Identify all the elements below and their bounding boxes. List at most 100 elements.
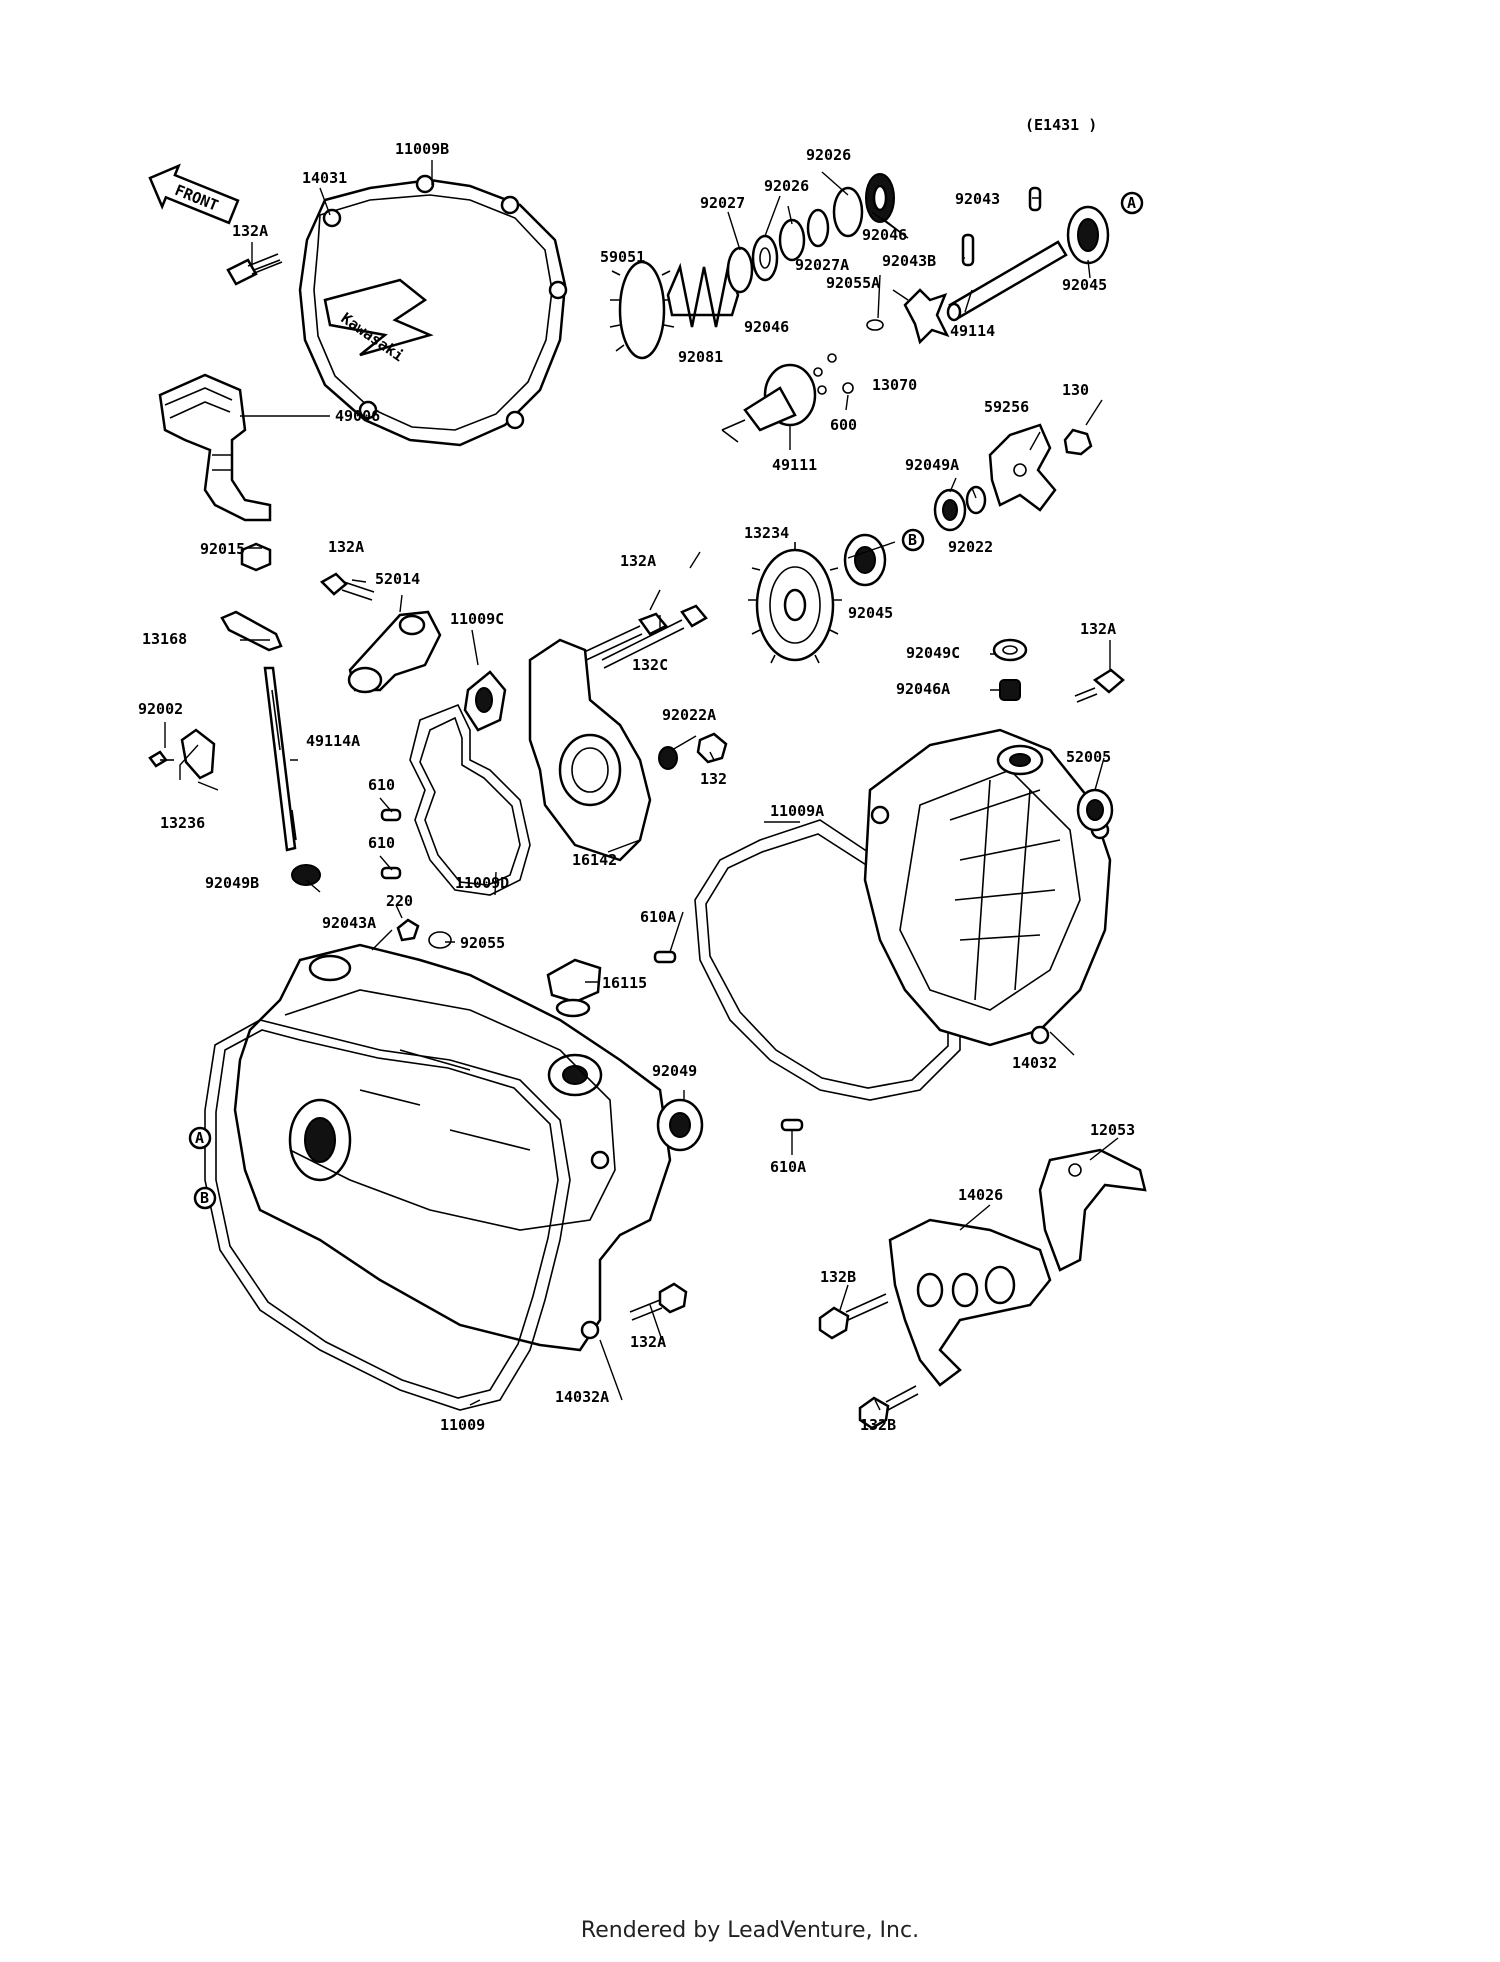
callout-label: 16115: [602, 974, 647, 992]
callout-label: 92049A: [905, 456, 959, 474]
seal-92049b: [291, 864, 321, 886]
gasket-11009c: [463, 670, 507, 732]
callout-label: 92015: [200, 540, 245, 558]
gear-13234: [748, 542, 842, 664]
callout-label: 49114: [950, 322, 995, 340]
pin-92043: [1028, 186, 1042, 212]
callout-label: 59256: [984, 398, 1029, 416]
bolt-132b-lower: [858, 1385, 919, 1430]
callout-label: 13234: [744, 524, 789, 542]
pump-cover-16142: [528, 638, 652, 862]
callout-label: 11009A: [770, 802, 824, 820]
clip-92055a: [866, 319, 884, 331]
marker-a-right: A: [1120, 191, 1144, 215]
plate-12053: [1038, 1148, 1147, 1272]
callout-label: 132B: [820, 1268, 856, 1286]
callout-label: 610A: [770, 1158, 806, 1176]
dowels-610: [380, 808, 402, 880]
bolt-132: [696, 732, 728, 764]
bolt-132b-upper: [818, 1293, 889, 1340]
spring-92081: [666, 262, 740, 328]
callout-label: 600: [830, 416, 857, 434]
callout-label: 13070: [872, 376, 917, 394]
callout-label: 92002: [138, 700, 183, 718]
callout-label: 92043B: [882, 252, 936, 270]
bolt-132a-right: [1074, 668, 1125, 703]
callout-label: 132B: [860, 1416, 896, 1434]
right-cover-14032: [863, 728, 1112, 1047]
bearing-92045-top: [1066, 205, 1110, 265]
gear-13070: [903, 288, 950, 345]
nut-92015: [240, 542, 272, 572]
callout-label: 14032A: [555, 1388, 609, 1406]
callout-label: 132: [700, 770, 727, 788]
callout-label: 130: [1062, 381, 1089, 399]
marker-b-mid-label: B: [908, 531, 917, 549]
callout-label: 92022A: [662, 706, 716, 724]
marker-b-left: B: [193, 1186, 217, 1210]
bolt-132a-top: [226, 253, 283, 286]
callout-label: 92045: [1062, 276, 1107, 294]
marker-a-left-label: A: [195, 1129, 204, 1147]
front-arrow-icon: FRONT: [148, 163, 240, 225]
bolt-132a-left: [319, 572, 375, 601]
callout-label: 220: [386, 892, 413, 910]
callout-label: 610: [368, 834, 395, 852]
callout-label: 59051: [600, 248, 645, 266]
marker-b-mid: B: [901, 528, 925, 552]
diagram-reference-code: (E1431 ): [1025, 116, 1097, 134]
callout-label: 49006: [335, 407, 380, 425]
bolt-132a-lower: [629, 1282, 688, 1321]
shaft-49114a: [263, 666, 297, 852]
elbow-52014: [347, 610, 442, 694]
callout-label: 16142: [572, 851, 617, 869]
callout-label: 92022: [948, 538, 993, 556]
callout-label: 11009D: [455, 874, 509, 892]
callout-label: 14031: [302, 169, 347, 187]
callout-label: 132A: [1080, 620, 1116, 638]
bracket-14026: [888, 1218, 1052, 1387]
callout-label: 13168: [142, 630, 187, 648]
shaft-49111: [721, 353, 837, 443]
callout-label: 92026: [764, 177, 809, 195]
dowels-610a: [653, 950, 804, 1132]
gasket-11009d: [409, 703, 531, 896]
callout-label: 49114A: [306, 732, 360, 750]
callout-label: 92049B: [205, 874, 259, 892]
callout-label: 610A: [640, 908, 676, 926]
callout-label: 132A: [232, 222, 268, 240]
washer-92022: [965, 485, 987, 515]
callout-label: 11009B: [395, 140, 449, 158]
callout-label: 49111: [772, 456, 817, 474]
callout-label: 132A: [620, 552, 656, 570]
sprocket-59051: [609, 260, 675, 360]
callout-label: 132C: [632, 656, 668, 674]
crankcase-cover-14032a: [233, 943, 672, 1352]
callout-labels: 11009B 14031 132A 49006 92015 92026 9202…: [138, 140, 1135, 1434]
hose-49006: [158, 373, 272, 522]
callout-label: 52005: [1066, 748, 1111, 766]
callout-label: 52014: [375, 570, 420, 588]
callout-label: 13236: [160, 814, 205, 832]
bearing-92049: [656, 1098, 704, 1152]
bolt-220: [396, 918, 420, 942]
bolt-92002: [148, 750, 174, 768]
callout-label: 92049C: [906, 644, 960, 662]
callout-label: 92055A: [826, 274, 880, 292]
footer-credit: Rendered by LeadVenture, Inc.: [580, 1918, 920, 1943]
callout-label: 92046: [862, 226, 907, 244]
washers-upper: [726, 173, 895, 294]
cap-16115: [546, 958, 602, 1018]
callout-label: 92049: [652, 1062, 697, 1080]
callout-label: 92046A: [896, 680, 950, 698]
seal-92049a: [933, 488, 967, 532]
callout-label: 12053: [1090, 1121, 1135, 1139]
callout-label: 92046: [744, 318, 789, 336]
shaft-49114: [946, 240, 1068, 322]
callout-label: 92043A: [322, 914, 376, 932]
callout-label: 11009C: [450, 610, 504, 628]
seal-52005: [1076, 788, 1114, 832]
bolts-132a-132c: [579, 604, 708, 669]
marker-a-left: A: [188, 1126, 212, 1150]
callout-label: 92045: [848, 604, 893, 622]
